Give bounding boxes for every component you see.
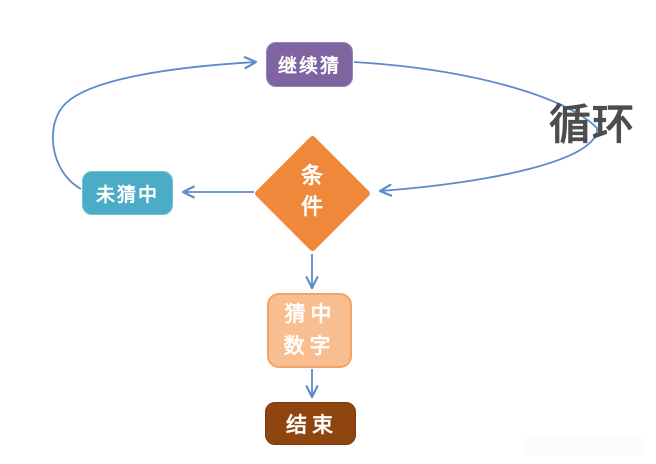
connector-continue-guess-to-condition <box>353 61 598 197</box>
node-continue-guess-label: 继续猜 <box>277 56 341 77</box>
connector-not-guessed-to-continue-guess <box>52 56 258 190</box>
node-condition-label: 条件 <box>300 163 323 219</box>
node-end-label: 结束 <box>286 413 338 437</box>
node-guessed-number: 猜中数字 <box>267 293 352 368</box>
node-continue-guess: 继续猜 <box>266 42 353 87</box>
node-guessed-number-label: 猜中数字 <box>283 303 337 358</box>
node-not-guessed-label: 未猜中 <box>95 184 159 206</box>
loop-annotation: 循环 <box>549 101 636 148</box>
node-not-guessed: 未猜中 <box>82 171 173 215</box>
node-end: 结束 <box>265 402 356 445</box>
watermark-area <box>524 437 645 456</box>
